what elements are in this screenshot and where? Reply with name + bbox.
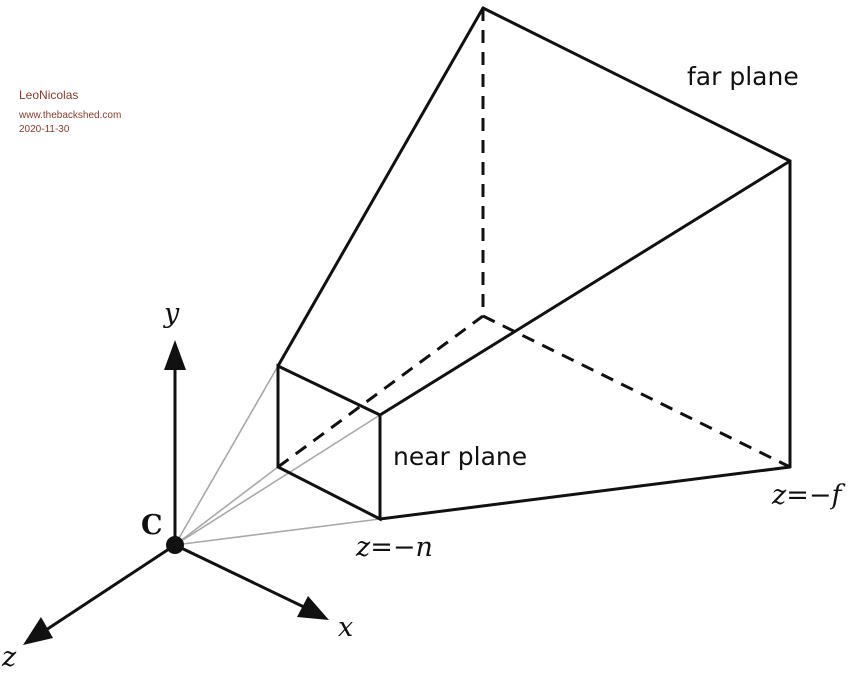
watermark-author: LeoNicolas (19, 88, 79, 102)
near-eq-value: n (415, 532, 432, 563)
z-axis (45, 543, 176, 632)
far-eq-value: f (829, 480, 845, 511)
near-plane-equation: z=−n (355, 532, 433, 563)
far-plane-label: far plane (687, 62, 799, 91)
near-plane-rectangle (276, 363, 382, 522)
bottom-right-long-edge (378, 465, 792, 521)
y-axis-arrowhead (164, 340, 186, 370)
camera-center-dot (166, 536, 184, 554)
y-axis-label: y (163, 298, 180, 329)
hidden-edges (277, 8, 791, 469)
far-eq-op: =− (786, 480, 831, 511)
visible-edges (276, 6, 792, 522)
far-back-bottom-edge (482, 314, 791, 469)
projection-rays (174, 365, 381, 546)
near-eq-op: =− (370, 532, 415, 563)
watermark-site: www.thebackshed.com (19, 110, 122, 121)
far-top-edge (481, 6, 792, 163)
z-axis-label: z (1, 642, 17, 673)
ray-top-right (174, 414, 381, 546)
near-eq-var: z (355, 532, 371, 563)
coordinate-axes (23, 340, 329, 645)
far-plane-equation: z=−f (771, 480, 845, 511)
ray-bottom-right (174, 518, 381, 546)
camera-label: C (141, 510, 163, 541)
watermark-date: 2020-11-30 (19, 124, 70, 135)
near-plane-label: near plane (393, 442, 527, 471)
top-left-long-edge (276, 6, 485, 368)
ray-bottom-left (174, 466, 279, 546)
x-axis-label: x (338, 612, 353, 643)
x-axis-arrowhead (297, 596, 329, 620)
top-right-long-edge (378, 159, 792, 417)
z-axis-arrowhead (23, 617, 53, 645)
x-axis (174, 543, 307, 610)
far-eq-var: z (771, 480, 787, 511)
ray-top-left (174, 365, 279, 546)
